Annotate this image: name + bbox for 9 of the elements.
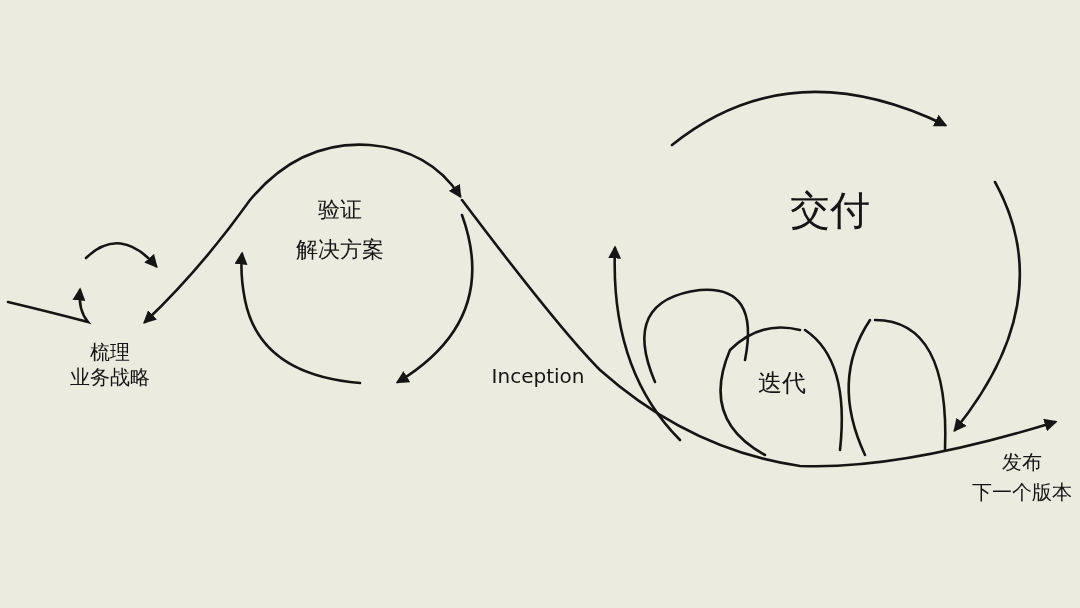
- stage-label: 业务战略: [70, 366, 150, 388]
- stage-label: 梳理: [90, 341, 130, 363]
- stage-label: 解决方案: [296, 237, 384, 263]
- stage-label: Inception: [491, 365, 585, 387]
- stage-label: 验证: [318, 197, 362, 223]
- stage-label: 交付: [790, 188, 870, 232]
- stage-label: 下一个版本: [972, 481, 1072, 503]
- stage-label: 发布: [1002, 451, 1042, 473]
- stage-label: 迭代: [758, 369, 806, 397]
